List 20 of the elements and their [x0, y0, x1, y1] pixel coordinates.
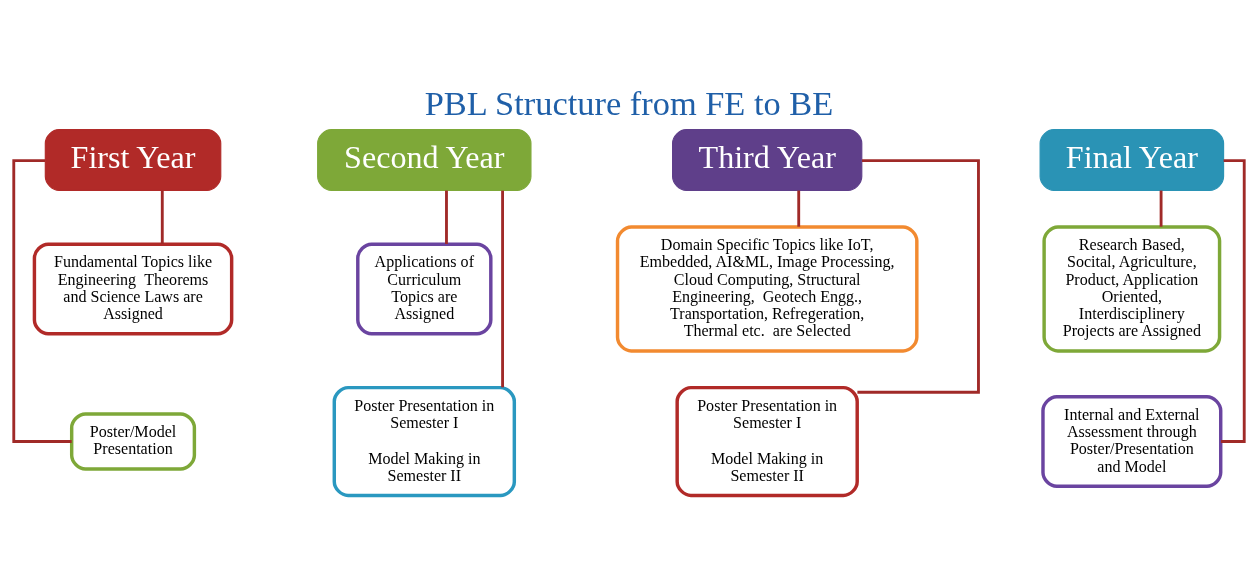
node-box: Poster Presentation in Semester I Model Making in Semester II [675, 385, 859, 498]
node-box: Research Based, Socital, Agriculture, Product, Application Oriented, Interdisciplinery Projects are Assigned [1042, 225, 1222, 353]
node-box: Applications of Curriculum Topics are Assigned [356, 242, 493, 336]
connector [857, 159, 980, 394]
node-box: Domain Specific Topics like IoT, Embedded, AI&ML, Image Processing, Cloud Computing, Structural Engineering, Geotech Engg., Transportation, Refregeration, Thermal etc. are Selected [615, 225, 919, 353]
node-box: Fundamental Topics like Engineering Theorems and Science Laws are Assigned [32, 242, 234, 336]
node-box: First Year [44, 129, 222, 191]
node-box: Second Year [317, 129, 532, 191]
diagram-title: PBL Structure from FE to BE [424, 83, 834, 122]
node-box: Internal and External Assessment through Poster/Presentation and Model [1041, 395, 1223, 488]
node-box: Poster/Model Presentation [69, 412, 197, 471]
connector [501, 190, 504, 388]
node-box: Third Year [672, 129, 863, 191]
connector [12, 159, 72, 443]
connector [445, 190, 448, 244]
connector [797, 190, 801, 227]
connector [1159, 190, 1163, 227]
node-box: Poster Presentation in Semester I Model Making in Semester II [332, 385, 517, 498]
node-box: Final Year [1039, 129, 1225, 191]
connector [160, 190, 164, 244]
